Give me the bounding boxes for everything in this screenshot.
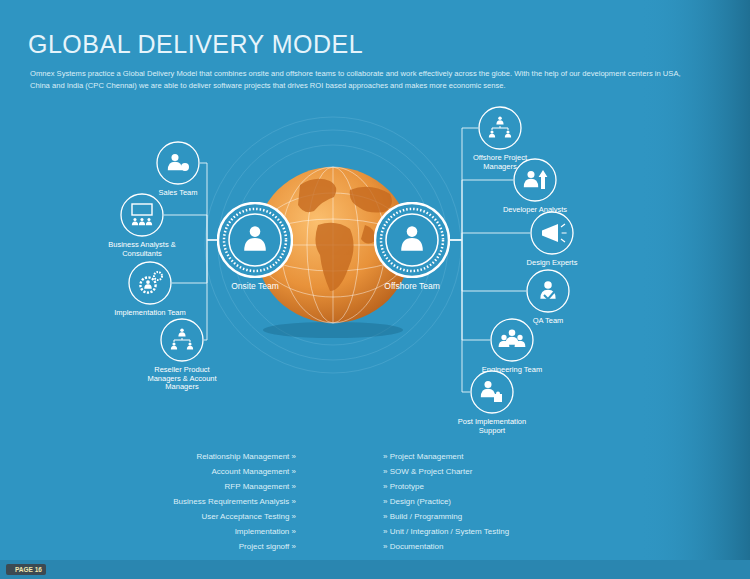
connector-line <box>450 128 478 240</box>
role-circle: Sales Team <box>156 141 200 185</box>
role-circle: Reseller Product Managers & Account Mana… <box>160 318 204 362</box>
circle-outline <box>156 141 200 185</box>
circle-outline <box>513 158 557 202</box>
connector-line <box>450 233 530 240</box>
role-circle: Engineering Team <box>490 318 534 362</box>
connector-line <box>450 240 490 340</box>
process-step: » Design (Practice) <box>383 497 451 506</box>
connector-line <box>172 240 217 283</box>
process-step: RFP Management » <box>225 482 296 491</box>
team-hub-circle: Offshore Team <box>374 202 450 278</box>
circle-outline <box>490 318 534 362</box>
role-icon <box>132 204 152 225</box>
role-circle: Offshore Project Managers <box>478 106 522 150</box>
node-label: Post Implementation Support <box>457 418 527 435</box>
role-icon <box>542 224 567 242</box>
circle-outline <box>526 269 570 313</box>
connector-line <box>450 240 526 291</box>
process-step: » Documentation <box>383 542 443 551</box>
process-step: » Build / Programming <box>383 512 462 521</box>
node-label: Implementation Team <box>110 309 190 318</box>
role-circle: Implementation Team <box>128 261 172 305</box>
process-step: » Project Management <box>383 452 464 461</box>
process-step: Relationship Management » <box>196 452 296 461</box>
role-circle: Design Experts <box>530 211 574 255</box>
team-icon <box>244 226 266 250</box>
role-icon <box>524 170 548 189</box>
connector-line <box>164 215 217 240</box>
role-icon <box>489 116 511 137</box>
role-icon <box>171 328 193 349</box>
role-icon <box>140 272 162 293</box>
connector-line <box>200 163 217 240</box>
circle-outline <box>120 193 164 237</box>
role-icon <box>481 381 502 402</box>
process-step: » Prototype <box>383 482 424 491</box>
role-icon <box>168 154 189 171</box>
circle-outline <box>470 370 514 414</box>
process-step: Business Requirements Analysis » <box>173 497 296 506</box>
node-label: Reseller Product Managers & Account Mana… <box>140 366 224 392</box>
connector-line <box>450 240 470 392</box>
page-title: GLOBAL DELIVERY MODEL <box>28 30 363 59</box>
connector-line <box>204 240 217 340</box>
process-step: Implementation » <box>235 527 296 536</box>
process-step: Project signoff » <box>239 542 296 551</box>
circle-outline <box>478 106 522 150</box>
role-circle: QA Team <box>526 269 570 313</box>
circle-outline <box>160 318 204 362</box>
circle-outline <box>530 211 574 255</box>
node-label: Design Experts <box>517 259 587 268</box>
process-step: User Acceptance Testing » <box>201 512 296 521</box>
node-label: Business Analysts & Consultants <box>102 241 182 258</box>
role-circle: Developer Analysts <box>513 158 557 202</box>
process-step: Account Management » <box>212 467 297 476</box>
role-icon <box>499 329 526 347</box>
circle-outline <box>374 202 450 278</box>
process-step: » Unit / Integration / System Testing <box>383 527 509 536</box>
process-step: » SOW & Project Charter <box>383 467 472 476</box>
page-tag: PAGE 16 <box>6 564 46 575</box>
role-circle: Post Implementation Support <box>470 370 514 414</box>
node-label: Onsite Team <box>215 282 295 292</box>
node-label: Offshore Team <box>372 282 452 292</box>
team-icon <box>401 226 423 250</box>
circle-outline <box>217 202 293 278</box>
role-icon <box>540 281 555 299</box>
circle-outline <box>128 261 172 305</box>
intro-paragraph: Omnex Systems practice a Global Delivery… <box>30 68 685 92</box>
team-hub-circle: Onsite Team <box>217 202 293 278</box>
role-circle: Business Analysts & Consultants <box>120 193 164 237</box>
